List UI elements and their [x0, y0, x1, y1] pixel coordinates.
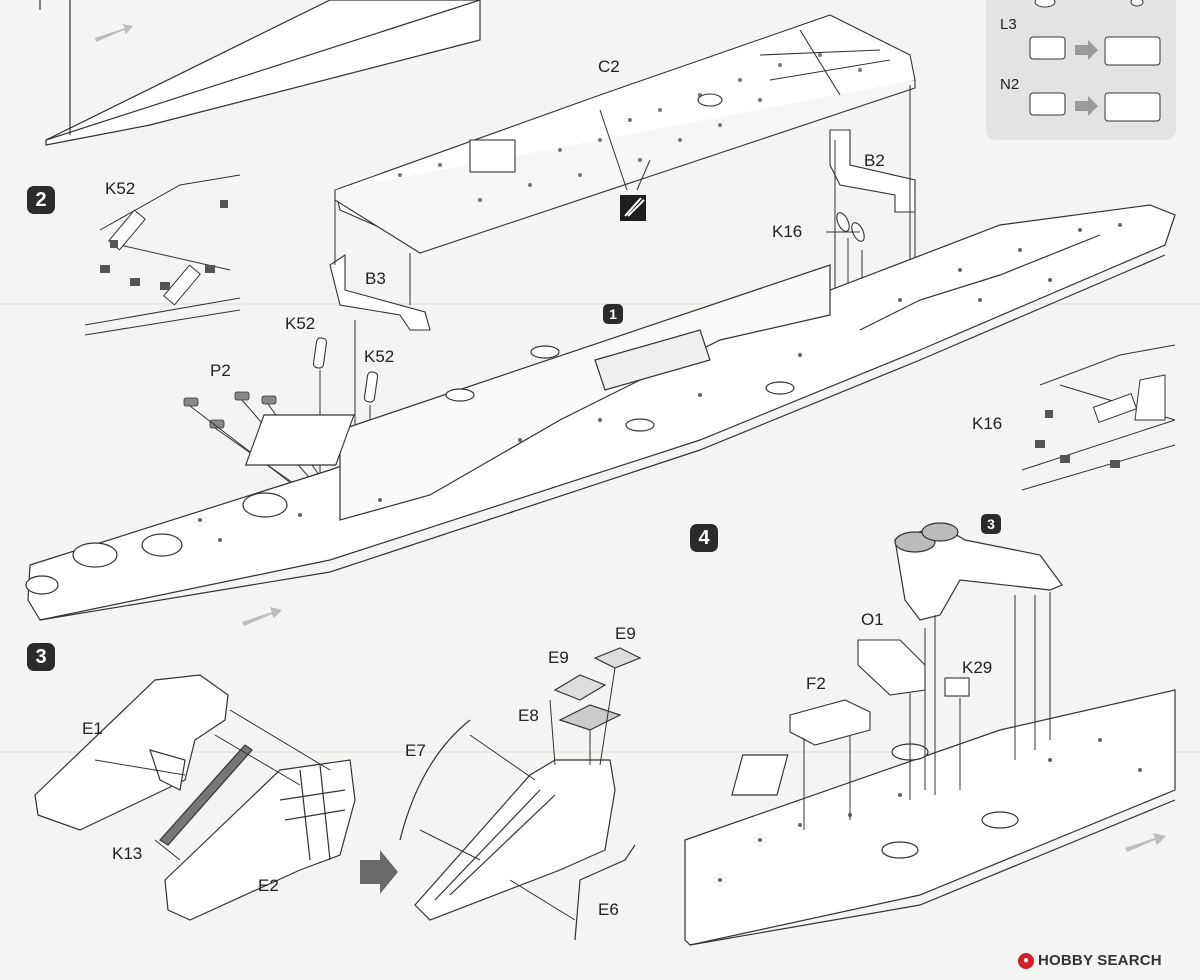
- part-label-o1: O1: [861, 610, 884, 629]
- step3-funnel-parts: [34, 647, 642, 941]
- step-ref-badge-1: 1: [603, 304, 623, 324]
- k52-rods: [312, 337, 379, 403]
- watermark-text: HOBBY SEARCH: [1038, 952, 1162, 969]
- direction-arrow: [242, 607, 282, 626]
- part-label-p2: P2: [210, 361, 231, 380]
- direction-arrow: [95, 24, 133, 42]
- legend-turret-drawings: [1029, 0, 1161, 122]
- part-label-e7: E7: [405, 741, 426, 760]
- step4-leader-lines: [803, 592, 1051, 830]
- part-label-f2: F2: [806, 674, 826, 693]
- upper-deck-part: [334, 14, 916, 254]
- part-label-k52-a: K52: [285, 314, 316, 333]
- step-badge-3: 3: [27, 643, 55, 671]
- direction-arrow: [1125, 833, 1166, 852]
- step3-result-arrow: [360, 850, 398, 894]
- step4-deck: [684, 689, 1176, 946]
- part-label-c2: C2: [598, 57, 620, 76]
- step3-leader-lines: [94, 667, 616, 921]
- part-label-b2: B2: [864, 151, 885, 170]
- part-label-k52-detail: K52: [105, 179, 136, 198]
- p2-parts: [183, 391, 277, 429]
- part-label-k13: K13: [112, 844, 143, 863]
- step-badge-2: 2: [27, 186, 55, 214]
- hull-top-remnant: [39, 0, 481, 146]
- k16-parts: [836, 212, 865, 242]
- legend-label-n2: N2: [1000, 76, 1020, 93]
- part-label-k16: K16: [772, 222, 803, 241]
- part-label-e6: E6: [598, 900, 619, 919]
- b2-part: [829, 129, 916, 213]
- step-ref-badge-3: 3: [981, 514, 1001, 534]
- step1-k16-detail-view: [1021, 344, 1176, 491]
- glue-icon-mark: [624, 197, 645, 217]
- part-label-e2: E2: [258, 876, 279, 895]
- part-label-e9-b: E9: [615, 624, 636, 643]
- part-label-b3: B3: [365, 269, 386, 288]
- hobby-search-logo-icon: ●: [1018, 953, 1034, 969]
- step2-detail-view: [84, 174, 241, 336]
- part-label-e8: E8: [518, 706, 539, 725]
- part-label-e1: E1: [82, 719, 103, 738]
- part-label-k16-detail: K16: [972, 414, 1003, 433]
- part-label-e9-a: E9: [548, 648, 569, 667]
- part-label-k52-b: K52: [364, 347, 395, 366]
- legend-label-l3: L3: [1000, 16, 1017, 33]
- main-hull-step1: [25, 204, 1176, 621]
- b3-part: [329, 253, 431, 331]
- part-label-k29: K29: [962, 658, 993, 677]
- step-badge-4: 4: [690, 524, 718, 552]
- legend-arrows: [1075, 40, 1098, 116]
- step4-assembled-funnel: [894, 522, 1063, 621]
